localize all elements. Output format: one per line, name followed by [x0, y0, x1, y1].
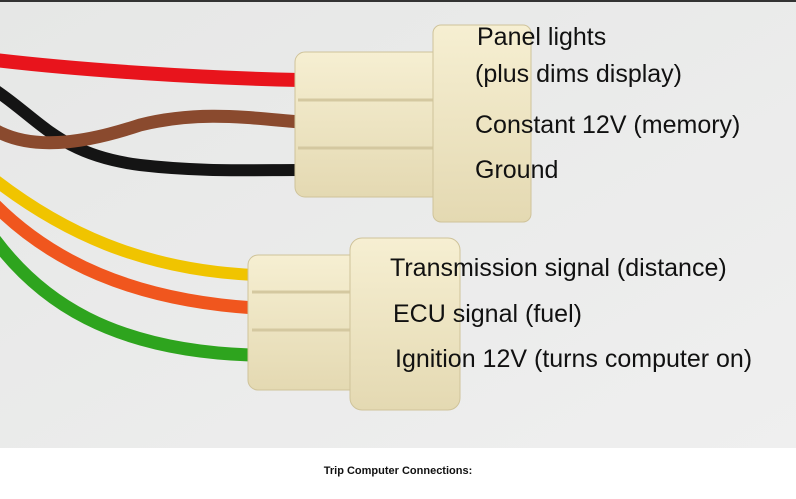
green-wire: [0, 236, 251, 362]
red-wire: [0, 53, 301, 87]
brown-wire: [0, 109, 301, 150]
label-transmission-signal: Transmission signal (distance): [390, 254, 727, 282]
label-constant-12v: Constant 12V (memory): [475, 111, 740, 139]
label-ignition-12v: Ignition 12V (turns computer on): [395, 345, 752, 373]
orange-wire: [0, 200, 256, 315]
black-wire: [0, 86, 301, 177]
top-border: [0, 0, 796, 2]
label-panel-lights: Panel lights: [477, 23, 606, 51]
label-ground: Ground: [475, 156, 558, 184]
upper-connector: [294, 24, 532, 223]
figure-caption: Trip Computer Connections:: [323, 465, 473, 477]
yellow-wire: [0, 176, 256, 281]
label-panel-lights-note: (plus dims display): [475, 60, 682, 88]
wiring-photo: Panel lights (plus dims display) Constan…: [0, 0, 796, 448]
label-ecu-signal: ECU signal (fuel): [393, 300, 582, 328]
lower-connector: [247, 237, 461, 411]
